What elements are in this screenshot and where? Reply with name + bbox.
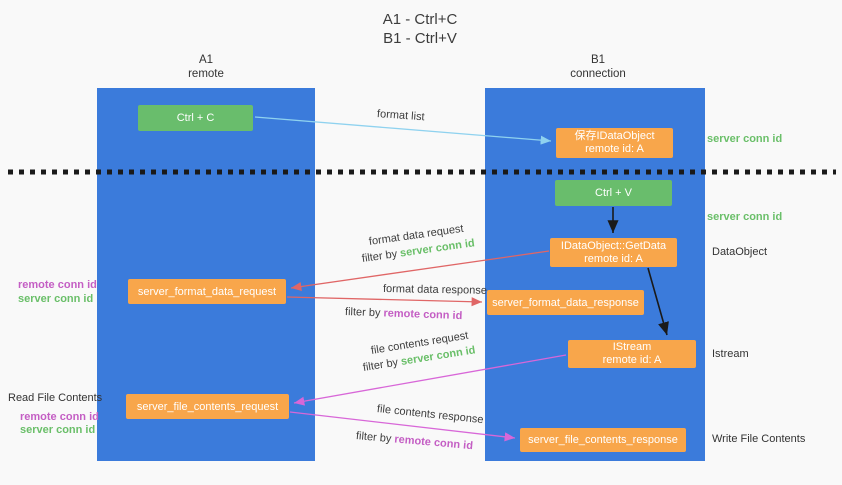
arrow-label-format-response-filter: filter by remote conn id — [345, 306, 463, 322]
lane-header-b1: B1 connection — [528, 53, 668, 81]
node-ctrl-v: Ctrl + V — [555, 180, 672, 206]
node-format-request-label: server_format_data_request — [137, 285, 277, 298]
node-save-idataobject-line2: remote id: A — [585, 143, 644, 155]
filter-by-prefix: filter by — [361, 247, 401, 265]
node-server-format-data-request: server_format_data_request — [128, 279, 286, 304]
label-istream: Istream — [712, 348, 749, 360]
arrow-format-data-response — [286, 296, 483, 307]
filter-by-prefix: filter by — [362, 356, 402, 374]
node-server-file-contents-response: server_file_contents_response — [520, 428, 686, 452]
node-file-request-label: server_file_contents_request — [136, 400, 279, 413]
filter-remote-conn-id: remote conn id — [393, 433, 474, 453]
node-save-idataobject-line1: 保存IDataObject — [574, 130, 655, 142]
lane-b1-subtitle: connection — [570, 68, 626, 80]
node-istream-line1: IStream — [612, 341, 652, 353]
title-line-2: B1 - Ctrl+V — [383, 30, 457, 47]
label-request-server-conn-id: server conn id — [18, 293, 94, 305]
node-getdata-line2: remote id: A — [584, 252, 643, 265]
label-file-server-conn-id: server conn id — [20, 424, 96, 436]
filter-remote-conn-id: remote conn id — [383, 307, 463, 323]
filter-by-prefix: filter by — [344, 306, 384, 320]
node-idataobject-getdata: IDataObject::GetData remote id: A — [550, 238, 677, 267]
node-ctrl-c: Ctrl + C — [138, 105, 253, 131]
node-file-response-label: server_file_contents_response — [528, 434, 678, 446]
node-ctrl-v-label: Ctrl + V — [595, 187, 632, 199]
label-read-file-contents: Read File Contents — [8, 392, 103, 404]
label-file-remote-conn-id: remote conn id — [20, 411, 99, 423]
lane-a1-name: A1 — [198, 54, 214, 66]
filter-by-prefix: filter by — [355, 430, 395, 446]
arrow-label-file-contents-response: file contents response — [376, 403, 485, 427]
title-line-1: A1 - Ctrl+C — [382, 11, 458, 28]
node-istream: IStream remote id: A — [568, 340, 696, 368]
label-dataobject: DataObject — [712, 246, 768, 258]
arrow-label-file-response-filter: filter by remote conn id — [355, 430, 473, 452]
node-save-idataobject: 保存IDataObject remote id: A — [556, 128, 673, 158]
lane-b1-name: B1 — [590, 54, 606, 66]
node-server-format-data-response: server_format_data_response — [487, 290, 644, 315]
lane-header-a1: A1 remote — [136, 53, 276, 81]
node-istream-line2: remote id: A — [602, 354, 662, 366]
lane-a1-subtitle: remote — [188, 68, 224, 80]
node-format-response-label: server_format_data_response — [492, 296, 639, 309]
label-save-server-conn-id: server conn id — [707, 133, 783, 145]
arrow-label-format-list: format list — [376, 108, 425, 124]
label-write-file-contents: Write File Contents — [712, 433, 806, 445]
label-ctrlv-server-conn-id: server conn id — [707, 211, 783, 223]
node-ctrl-c-label: Ctrl + C — [176, 112, 215, 124]
node-server-file-contents-request: server_file_contents_request — [126, 394, 289, 419]
diagram-title: A1 - Ctrl+C B1 - Ctrl+V — [300, 10, 540, 48]
label-request-remote-conn-id: remote conn id — [18, 279, 97, 291]
arrow-label-format-data-response: format data response — [382, 283, 488, 297]
node-getdata-line1: IDataObject::GetData — [560, 239, 667, 252]
